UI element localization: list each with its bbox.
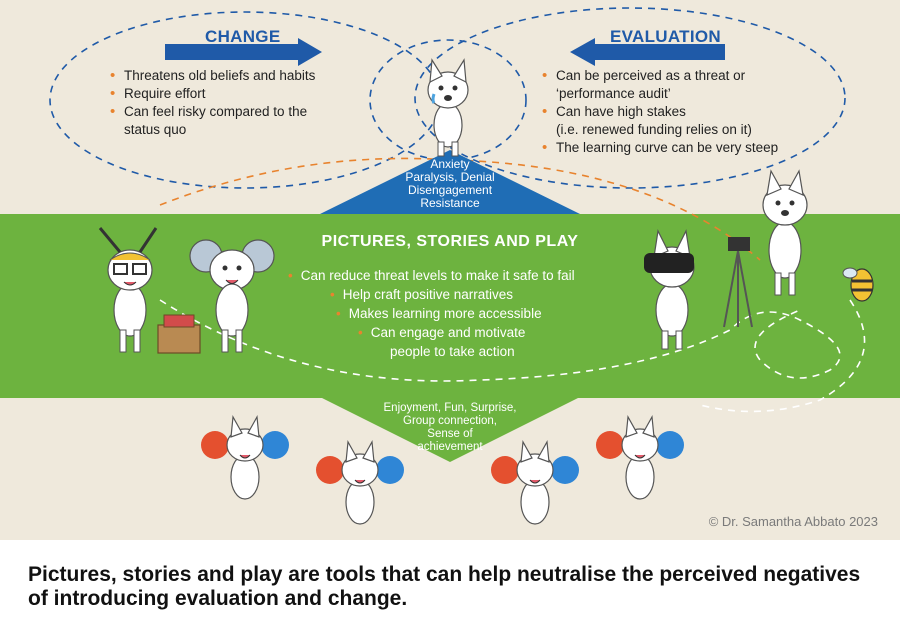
- evaluation-arrow: [570, 38, 725, 66]
- cheer-dog-icon: [491, 440, 579, 525]
- negatives-text: Anxiety Paralysis, Denial Disengagement …: [360, 158, 540, 210]
- pictures-item: •Can engage and motivate: [358, 325, 526, 340]
- change-title: CHANGE: [205, 27, 281, 46]
- cheer-dog-icon: [201, 415, 289, 500]
- treasure-box-icon: [157, 314, 201, 354]
- pictures-item: •Can reduce threat levels to make it saf…: [288, 268, 575, 283]
- evaluation-item: Can have high stakes: [540, 103, 778, 121]
- evaluation-ellipse: [414, 7, 846, 189]
- pictures-item: •Help craft positive narratives: [330, 287, 514, 302]
- camera-tripod-icon: [723, 237, 753, 328]
- copyright: © Dr. Samantha Abbato 2023: [708, 514, 878, 529]
- pictures-item: •Makes learning more accessible: [336, 306, 542, 321]
- evaluation-item: The learning curve can be very steep: [540, 139, 778, 157]
- cheer-dog-icon: [596, 415, 684, 500]
- evaluation-title: EVALUATION: [610, 27, 721, 46]
- positives-line: Sense of: [427, 428, 473, 440]
- positives-line: achievement: [417, 441, 483, 453]
- glasses-dog-icon: [98, 227, 158, 353]
- change-item: Threatens old beliefs and habits: [108, 67, 315, 85]
- worried-dog-icon: [427, 58, 469, 157]
- change-list: Threatens old beliefs and habits Require…: [108, 67, 315, 139]
- change-item-continued: status quo: [124, 122, 187, 137]
- diagram-art: [49, 7, 874, 525]
- evaluation-item-continued: (i.e. renewed funding relies on it): [556, 122, 752, 137]
- positives-line: Enjoyment, Fun, Surprise,: [383, 402, 517, 414]
- pictures-item-continued: people to take action: [390, 344, 515, 359]
- vr-dog-icon: [644, 229, 695, 350]
- negatives-line: Anxiety: [430, 157, 470, 171]
- negatives-line: Resistance: [420, 196, 480, 210]
- positives-line: Group connection,: [403, 415, 497, 427]
- change-item: Require effort: [108, 85, 315, 103]
- evaluation-list: Can be perceived as a threat or ‘perform…: [540, 67, 778, 157]
- bee-icon: [842, 267, 874, 302]
- evaluation-item: Can be perceived as a threat or: [540, 67, 778, 85]
- negatives-triangle: [320, 150, 580, 214]
- negatives-line: Paralysis, Denial: [405, 170, 495, 184]
- standing-dog-icon: [762, 169, 808, 296]
- caption: Pictures, stories and play are tools tha…: [28, 563, 861, 610]
- orange-dashed-arc: [159, 157, 761, 261]
- pictures-title: PICTURES, STORIES AND PLAY: [321, 233, 579, 250]
- change-item: Can feel risky compared to the: [108, 103, 315, 121]
- positives-text: Enjoyment, Fun, Surprise, Group connecti…: [360, 402, 540, 454]
- change-arrow: [165, 38, 322, 66]
- evaluation-item-continued: ‘performance audit’: [556, 86, 671, 101]
- white-dashed-loop: [159, 299, 841, 382]
- positives-triangle: [322, 398, 578, 462]
- white-dashed-tail: [699, 299, 866, 413]
- negatives-line: Disengagement: [407, 183, 493, 197]
- mouse-icon: [189, 239, 275, 353]
- cheer-dog-icon: [316, 440, 404, 525]
